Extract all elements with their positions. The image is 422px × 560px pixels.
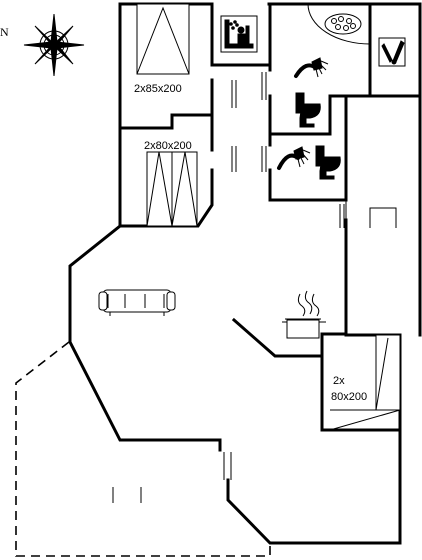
sofa-icon bbox=[98, 289, 176, 316]
counter-outline bbox=[369, 207, 397, 228]
compass-rose-icon: N bbox=[0, 13, 85, 77]
bedroom-2-bed-label: 2x80x200 bbox=[144, 140, 192, 152]
toilet-icon bbox=[295, 92, 321, 128]
sauna-icon bbox=[220, 15, 258, 53]
bedroom-3-bed-label-line1: 2x bbox=[333, 375, 345, 387]
bedroom-1-bed-label: 2x85x200 bbox=[134, 83, 182, 95]
compass-north-label: N bbox=[0, 25, 9, 39]
shower-icon bbox=[277, 146, 311, 170]
terrace-outline bbox=[15, 341, 271, 557]
bedroom-3-bed-label-line2: 80x200 bbox=[331, 391, 367, 403]
toilet-icon bbox=[315, 145, 341, 180]
bed-bedroom-3 bbox=[329, 409, 401, 431]
wardrobe-bedroom-1 bbox=[136, 3, 190, 75]
shower-icon bbox=[294, 57, 329, 78]
wardrobe-bedroom-3 bbox=[375, 334, 401, 411]
outer-walls bbox=[68, 2, 422, 545]
cooking-pot-icon bbox=[282, 290, 326, 339]
wine-icon bbox=[378, 37, 406, 67]
wardrobe-bedroom-2 bbox=[146, 151, 198, 227]
thin-lines bbox=[112, 72, 420, 503]
hot-tub-icon bbox=[307, 3, 371, 45]
